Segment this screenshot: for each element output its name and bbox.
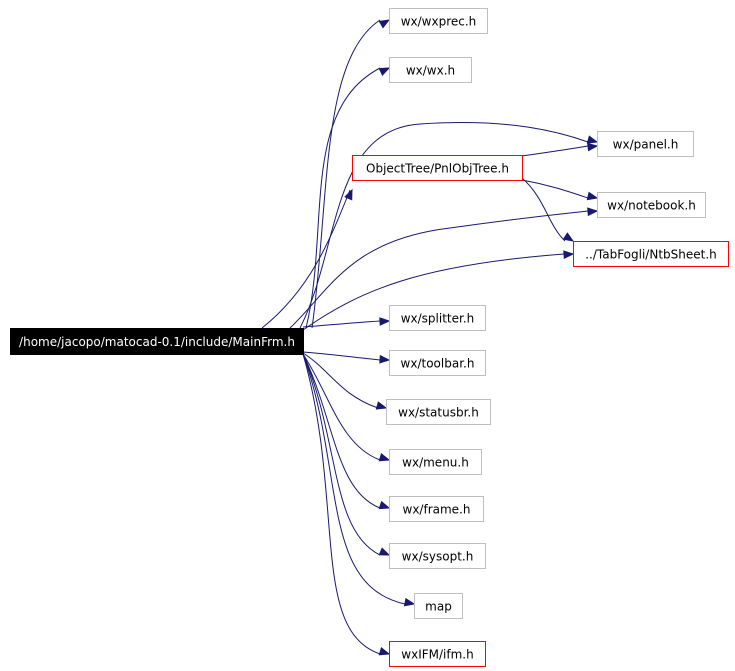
edge-root-to-wxprec — [311, 19, 391, 329]
edge-root-to-splitter — [302, 317, 391, 328]
node-label: wx/menu.h — [402, 456, 469, 470]
node-ifm[interactable]: wxIFM/ifm.h — [389, 641, 486, 667]
node-label: wx/statusbr.h — [398, 406, 479, 420]
edge-root-to-ifm — [302, 353, 391, 656]
edge-root-to-toolbar — [302, 351, 391, 364]
node-box — [389, 57, 472, 83]
edge-root-to-ntbsheet — [302, 250, 575, 331]
edge-line — [302, 353, 381, 461]
edges-layer — [261, 19, 599, 656]
edge-line — [289, 210, 589, 329]
edge-line — [261, 189, 351, 329]
node-label: wx/panel.h — [613, 138, 679, 152]
edge-line — [302, 353, 406, 605]
edge-line — [302, 353, 381, 556]
edge-line — [311, 19, 381, 329]
edge-root-to-pnlobjtree — [261, 188, 353, 329]
edge-root-to-statusbr — [302, 352, 388, 410]
edge-arrowhead — [586, 135, 599, 144]
edge-arrowhead — [562, 232, 575, 242]
node-root[interactable]: /home/jacopo/matocad-0.1/include/MainFrm… — [10, 328, 304, 355]
node-label: ObjectTree/PnlObjTree.h — [366, 162, 509, 176]
edge-root-to-sysopt — [302, 353, 391, 556]
edge-arrowhead — [375, 401, 388, 410]
edge-arrowhead — [563, 250, 575, 259]
edge-line — [302, 352, 379, 409]
edge-arrowhead — [379, 317, 391, 326]
edge-root-to-frame — [302, 353, 391, 510]
edge-line — [521, 179, 589, 199]
edge-arrowhead — [586, 191, 599, 201]
node-box — [389, 543, 486, 569]
node-menu[interactable]: wx/menu.h — [389, 449, 482, 475]
edge-line — [302, 353, 381, 509]
node-label: wx/wxprec.h — [401, 15, 477, 29]
node-wx[interactable]: wx/wx.h — [389, 57, 472, 83]
node-splitter[interactable]: wx/splitter.h — [389, 305, 486, 331]
edge-arrowhead — [587, 142, 599, 152]
node-box — [414, 593, 463, 619]
node-notebook[interactable]: wx/notebook.h — [597, 192, 706, 218]
edge-arrowhead — [587, 207, 599, 217]
edge-root-to-map — [302, 353, 416, 607]
node-wxprec[interactable]: wx/wxprec.h — [389, 8, 488, 34]
node-box — [389, 350, 486, 376]
node-label: wx/notebook.h — [607, 199, 696, 213]
node-label: wx/frame.h — [403, 503, 471, 517]
edge-arrowhead — [378, 500, 391, 510]
edge-arrowhead — [344, 188, 353, 201]
edge-arrowhead — [379, 354, 391, 364]
node-box — [389, 8, 488, 34]
node-panel[interactable]: wx/panel.h — [597, 131, 694, 157]
node-label: wx/wx.h — [406, 64, 455, 78]
node-frame[interactable]: wx/frame.h — [389, 496, 484, 522]
edge-line — [302, 320, 381, 328]
node-label: map — [425, 600, 452, 614]
edge-root-to-panel — [299, 122, 599, 329]
edge-arrowhead — [378, 19, 391, 29]
node-box — [389, 496, 484, 522]
edge-arrowhead — [403, 597, 416, 607]
node-label: wxIFM/ifm.h — [401, 648, 473, 662]
node-pnlobjtree[interactable]: ObjectTree/PnlObjTree.h — [352, 155, 523, 181]
node-label: ../TabFogli/NtbSheet.h — [585, 248, 717, 262]
edge-pnlobjtree-to-ntbsheet — [521, 177, 575, 242]
edge-root-to-notebook — [289, 207, 599, 329]
node-label: /home/jacopo/matocad-0.1/include/MainFrm… — [19, 335, 295, 349]
node-box — [386, 399, 491, 425]
node-label: wx/sysopt.h — [402, 550, 474, 564]
edge-arrowhead — [378, 453, 391, 462]
edge-arrowhead — [378, 67, 391, 76]
edge-line — [302, 253, 565, 331]
node-sysopt[interactable]: wx/sysopt.h — [389, 543, 486, 569]
node-box — [573, 241, 729, 267]
edge-root-to-menu — [302, 353, 391, 462]
edge-line — [521, 177, 566, 242]
nodes-layer: /home/jacopo/matocad-0.1/include/MainFrm… — [10, 8, 729, 667]
edge-pnlobjtree-to-notebook — [521, 179, 599, 201]
node-map[interactable]: map — [414, 593, 463, 619]
edge-line — [521, 145, 589, 157]
node-box — [389, 305, 486, 331]
node-label: wx/splitter.h — [401, 312, 475, 326]
edge-line — [302, 353, 381, 655]
node-box — [389, 449, 482, 475]
node-label: wx/toolbar.h — [401, 357, 475, 371]
node-statusbr[interactable]: wx/statusbr.h — [386, 399, 491, 425]
node-box — [352, 155, 523, 181]
edge-arrowhead — [378, 647, 391, 656]
edge-pnlobjtree-to-panel — [521, 142, 599, 157]
node-box — [10, 328, 304, 355]
edge-line — [305, 67, 381, 329]
node-box — [597, 192, 706, 218]
edge-arrowhead — [378, 547, 391, 556]
edge-line — [302, 351, 381, 361]
node-box — [597, 131, 694, 157]
node-ntbsheet[interactable]: ../TabFogli/NtbSheet.h — [573, 241, 729, 267]
node-toolbar[interactable]: wx/toolbar.h — [389, 350, 486, 376]
edge-root-to-wx — [305, 67, 391, 329]
node-box — [389, 641, 486, 667]
edge-line — [299, 122, 589, 329]
